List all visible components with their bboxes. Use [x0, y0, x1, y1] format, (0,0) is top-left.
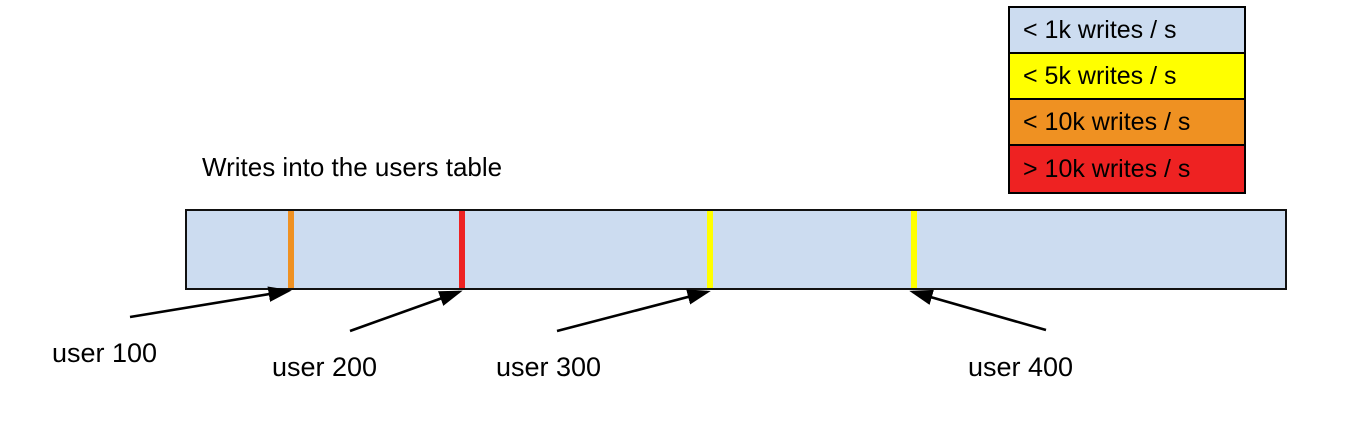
marker-user-400 [911, 211, 917, 288]
legend-row-under-1k: < 1k writes / s [1010, 8, 1244, 54]
arrow-user-300 [556, 289, 711, 333]
writes-legend: < 1k writes / s < 5k writes / s < 10k wr… [1008, 6, 1246, 194]
label-user-200: user 200 [272, 352, 378, 382]
legend-row-over-10k: > 10k writes / s [1010, 146, 1244, 192]
label-user-300: user 300 [496, 352, 602, 382]
legend-row-under-5k: < 5k writes / s [1010, 54, 1244, 100]
diagram-caption: Writes into the users table [202, 152, 503, 182]
label-user-400: user 400 [968, 352, 1074, 382]
arrow-user-400 [909, 289, 1047, 332]
arrow-user-200 [349, 290, 463, 333]
users-table-bar [185, 209, 1287, 290]
arrow-user-100 [129, 286, 292, 319]
legend-label-under-1k: < 1k writes / s [1023, 15, 1177, 44]
marker-user-300 [707, 211, 713, 288]
label-user-100: user 100 [52, 338, 158, 368]
legend-label-under-10k: < 10k writes / s [1023, 107, 1191, 136]
legend-row-under-10k: < 10k writes / s [1010, 100, 1244, 146]
legend-label-over-10k: > 10k writes / s [1023, 154, 1191, 183]
marker-user-200 [459, 211, 465, 288]
legend-label-under-5k: < 5k writes / s [1023, 61, 1177, 90]
marker-user-100 [288, 211, 294, 288]
